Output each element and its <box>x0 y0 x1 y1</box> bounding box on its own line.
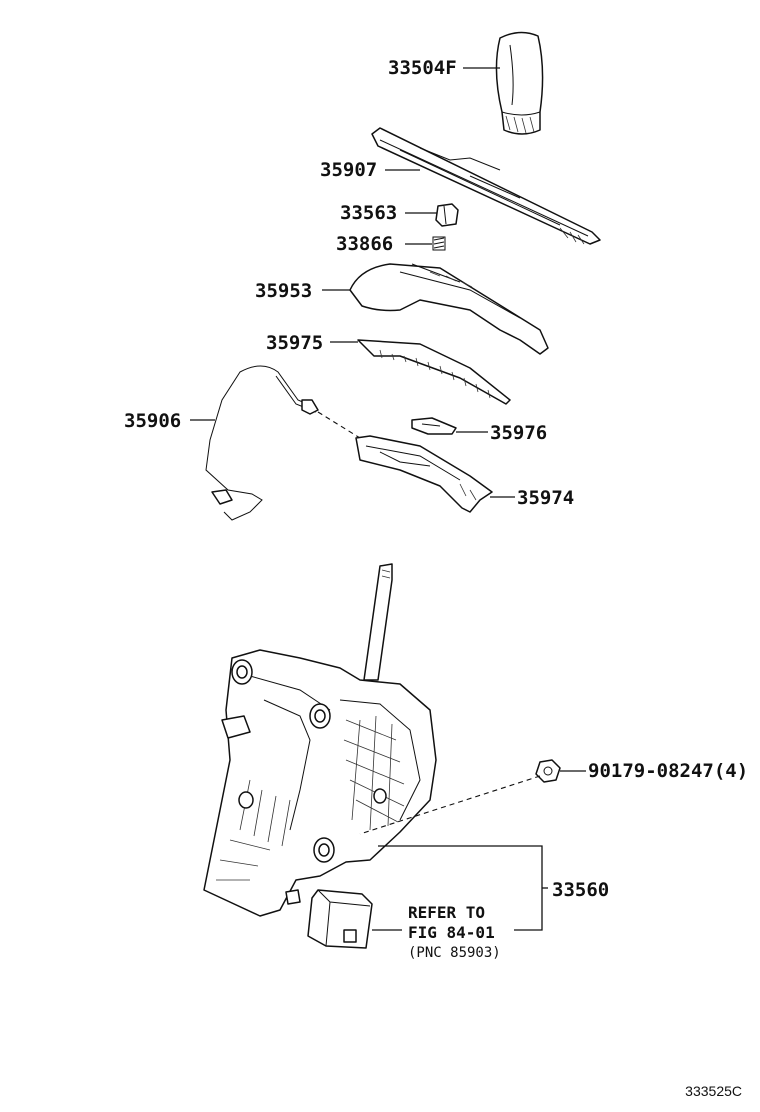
label-33504f: 33504F <box>388 57 457 79</box>
label-33563: 33563 <box>340 202 397 224</box>
solenoid-unit-part <box>307 889 373 949</box>
clip-part <box>435 203 459 227</box>
shift-lever-assembly-part <box>203 563 437 917</box>
small-plate-part <box>411 417 457 435</box>
indicator-panel-part <box>371 127 601 245</box>
dashed-connector-harness <box>317 411 361 439</box>
nut-part <box>535 759 561 783</box>
shift-cover-part <box>349 263 549 355</box>
refer-note-line3: (PNC 85903) <box>408 945 501 961</box>
wire-harness-part <box>205 365 319 521</box>
label-35974: 35974 <box>517 487 574 509</box>
label-90179: 90179-08247(4) <box>588 760 748 782</box>
label-33866: 33866 <box>336 233 393 255</box>
slide-plate-part <box>357 339 511 405</box>
label-35907: 35907 <box>320 159 377 181</box>
dashed-connector-nut <box>359 775 541 835</box>
shift-knob-part <box>495 31 544 135</box>
refer-note-line2: FIG 84-01 <box>408 923 495 942</box>
label-35906: 35906 <box>124 410 181 432</box>
spring-part <box>432 236 446 251</box>
label-35953: 35953 <box>255 280 312 302</box>
label-35975: 35975 <box>266 332 323 354</box>
indicator-housing-part <box>355 435 493 513</box>
figure-id: 333525C <box>685 1083 742 1099</box>
refer-note-line1: REFER TO <box>408 903 485 922</box>
label-33560: 33560 <box>552 879 609 901</box>
label-35976: 35976 <box>490 422 547 444</box>
